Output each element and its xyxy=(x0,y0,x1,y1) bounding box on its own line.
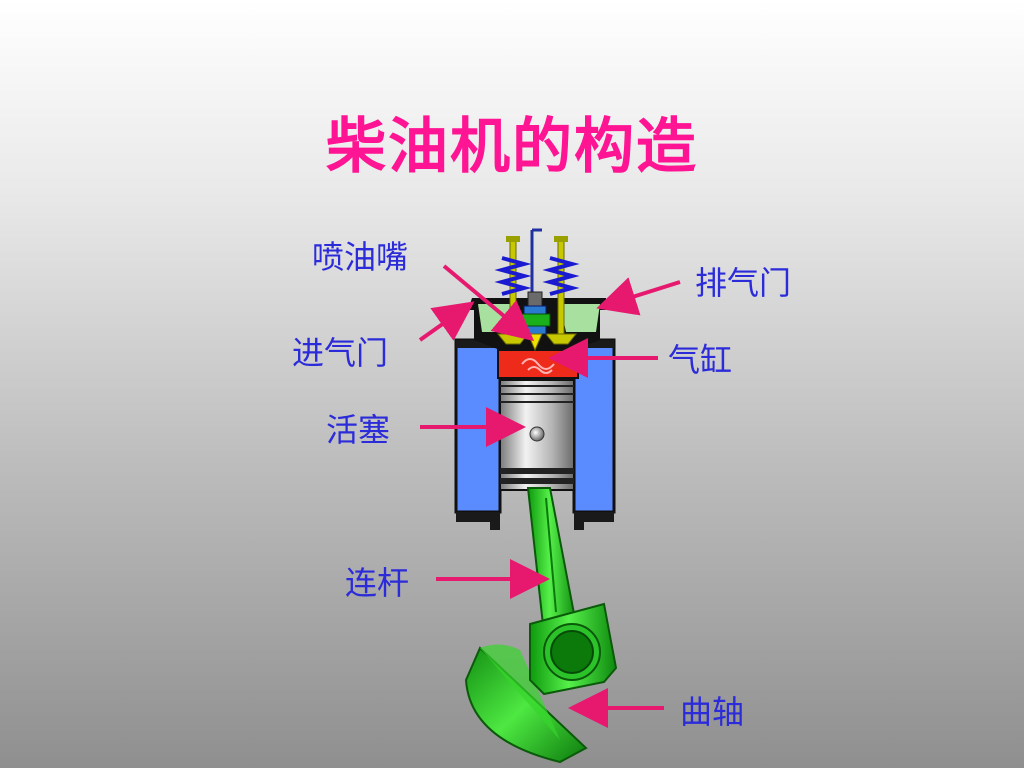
leader-arrows xyxy=(418,264,681,728)
label-injector: 喷油嘴 xyxy=(312,238,409,276)
arrow-injector xyxy=(442,264,535,342)
page-title: 柴油机的构造 xyxy=(326,112,698,182)
label-piston: 活塞 xyxy=(326,411,391,449)
arrow-intake-valve xyxy=(418,301,475,342)
label-crankshaft: 曲轴 xyxy=(680,693,745,731)
piston-icon xyxy=(499,379,575,491)
crankshaft-icon xyxy=(464,644,588,764)
label-cylinder: 气缸 xyxy=(668,341,733,379)
label-intake-valve: 进气门 xyxy=(292,334,389,372)
label-exhaust-valve: 排气门 xyxy=(695,264,792,302)
arrow-exhaust-valve xyxy=(596,277,681,316)
label-connecting-rod: 连杆 xyxy=(345,564,410,602)
